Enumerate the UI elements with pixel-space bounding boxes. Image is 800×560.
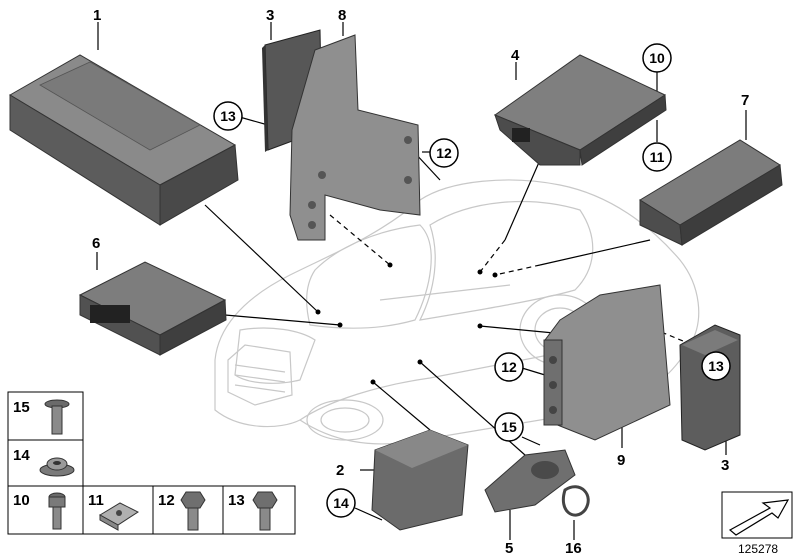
part-5-sensor xyxy=(484,449,576,513)
arrow-icon xyxy=(728,499,790,536)
part-1-control-unit xyxy=(9,54,239,226)
legend-15: 15 xyxy=(13,399,30,416)
target-dots xyxy=(315,262,498,385)
legend-11: 11 xyxy=(88,492,104,509)
callout-1: 1 xyxy=(93,7,101,24)
callout-2: 2 xyxy=(336,462,344,479)
callout-16: 16 xyxy=(565,540,582,557)
bolt-10-icon xyxy=(48,492,66,530)
callout-4: 4 xyxy=(511,47,520,64)
nut-14-icon xyxy=(39,457,75,477)
bolt-13-icon xyxy=(252,491,278,531)
part-4-module xyxy=(493,54,667,166)
callout-14: 14 xyxy=(333,495,349,511)
callout-8: 8 xyxy=(338,7,346,24)
callouts: 1 3 8 4 7 6 2 5 16 9 3 10 11 13 12 12 13… xyxy=(92,7,749,557)
clip-nut-11-icon xyxy=(99,502,140,531)
part-2-module xyxy=(371,429,469,531)
part-6-module xyxy=(78,261,227,356)
hardware-legend: 15 14 10 11 12 13 xyxy=(7,391,296,535)
direction-arrow-box xyxy=(721,491,793,539)
callout-7: 7 xyxy=(741,92,749,109)
callout-11: 11 xyxy=(650,149,665,165)
callout-3-right: 3 xyxy=(721,457,729,474)
legend-10: 10 xyxy=(13,492,30,509)
callout-3-top: 3 xyxy=(266,7,274,24)
callout-6: 6 xyxy=(92,235,100,252)
screw-15-icon xyxy=(44,399,70,435)
callout-10: 10 xyxy=(649,50,665,66)
callout-15: 15 xyxy=(501,419,517,435)
part-16-gasket xyxy=(561,485,590,517)
part-9-bracket xyxy=(543,284,671,441)
part-3-module-right xyxy=(679,324,741,451)
legend-14: 14 xyxy=(13,447,30,464)
diagram-number: 125278 xyxy=(738,542,778,556)
callout-9: 9 xyxy=(617,452,625,469)
bolt-12-icon xyxy=(180,491,206,531)
part-8-bracket xyxy=(289,34,421,241)
callout-5: 5 xyxy=(505,540,513,557)
callout-13-top: 13 xyxy=(220,108,236,124)
callout-12-top: 12 xyxy=(436,145,452,161)
callout-12-right: 12 xyxy=(501,359,517,375)
callout-13-right: 13 xyxy=(708,358,724,374)
part-7-module xyxy=(639,139,783,246)
legend-13: 13 xyxy=(228,492,245,509)
legend-12: 12 xyxy=(158,492,175,509)
